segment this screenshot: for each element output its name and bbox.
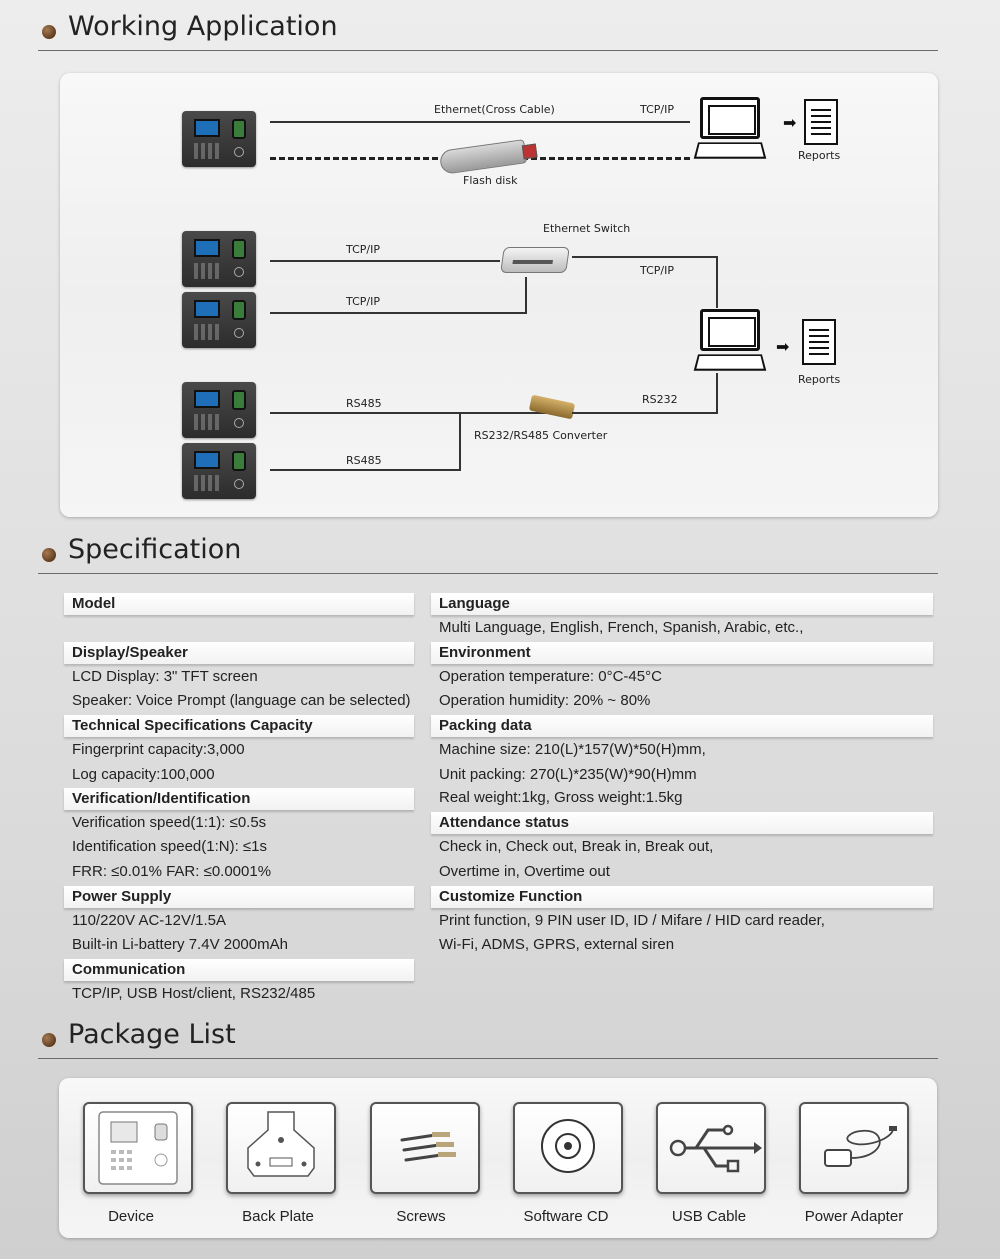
arrow-icon: ➡ [783,115,797,132]
rs232-line [572,412,718,414]
screws-icon [400,1132,456,1162]
tcpip-label: TCP/IP [640,264,674,277]
rs485-label: RS485 [346,454,382,467]
section-title: Specification [68,534,242,565]
spec-line: LCD Display: 3" TFT screen [72,668,258,685]
section-title: Package List [68,1019,236,1050]
usb-icon [669,1124,762,1173]
spec-line: FRR: ≤0.01% FAR: ≤0.0001% [72,863,272,880]
package-item-device [83,1102,193,1194]
rs485-line [270,412,562,414]
spec-line: 110/220V AC-12V/1.5A [72,912,226,929]
fingerprint-terminal-icon [182,111,256,167]
spec-heading: Verification/Identification [64,788,414,810]
package-panel: Device Back Plate Screws Software CD [59,1078,937,1238]
converter-label: RS232/RS485 Converter [474,429,608,442]
cd-icon [541,1119,595,1173]
tcpip-line [270,312,526,314]
ethernet-switch-label: Ethernet Switch [543,222,631,235]
flash-disk-label: Flash disk [463,174,518,187]
package-item-software-cd [513,1102,623,1194]
package-label: Back Plate [242,1208,314,1225]
package-item-usb-cable [656,1102,766,1194]
tcpip-line [716,256,718,308]
spec-line: Operation humidity: 20% ~ 80% [439,692,651,709]
spec-line: TCP/IP, USB Host/client, RS232/485 [72,985,316,1002]
computer-icon [693,309,767,373]
working-diagram-panel: Ethernet(Cross Cable) TCP/IP Flash disk … [60,73,938,517]
reports-label: Reports [798,373,841,386]
converter-icon [528,394,576,420]
package-label: Screws [396,1208,446,1225]
package-label: USB Cable [671,1208,747,1225]
tcpip-line [270,260,500,262]
reports-label: Reports [798,149,841,162]
spec-line: Machine size: 210(L)*157(W)*50(H)mm, [439,741,706,758]
fingerprint-terminal-icon [182,382,256,438]
fingerprint-terminal-icon [182,443,256,499]
spec-line: Unit packing: 270(L)*235(W)*90(H)mm [439,766,697,783]
section-title: Working Application [68,11,338,42]
bullet-icon [42,548,56,562]
rs485-line [459,412,461,471]
section-working-header: Working Application [38,11,938,51]
power-adapter-icon [824,1126,897,1167]
spec-heading: Technical Specifications Capacity [64,715,414,737]
arrow-icon: ➡ [776,339,790,356]
spec-heading: Attendance status [431,812,933,834]
spec-line: Real weight:1kg, Gross weight:1.5kg [439,789,683,806]
flash-disk-icon [438,139,528,175]
spec-heading: Power Supply [64,886,414,908]
package-item-back-plate [226,1102,336,1194]
tcpip-line [525,277,527,314]
spec-line: Identification speed(1:N): ≤1s [72,838,267,855]
device-icon [98,1111,178,1185]
tcpip-label: TCP/IP [640,103,674,116]
spec-heading: Packing data [431,715,933,737]
ethernet-line [270,121,690,123]
bullet-icon [42,1033,56,1047]
fingerprint-terminal-icon [182,292,256,348]
spec-line: Fingerprint capacity:3,000 [72,741,245,758]
spec-heading: Model [64,593,414,615]
spec-line: Overtime in, Overtime out [439,863,610,880]
rs232-line [716,373,718,414]
spec-line: Verification speed(1:1): ≤0.5s [72,814,267,831]
package-item-screws [370,1102,480,1194]
spec-line: Log capacity:100,000 [72,766,215,783]
spec-line: Built-in Li-battery 7.4V 2000mAh [72,936,288,953]
spec-heading: Display/Speaker [64,642,414,664]
tcpip-line [572,256,718,258]
rs232-label: RS232 [642,393,678,406]
ethernet-cross-label: Ethernet(Cross Cable) [434,103,555,116]
spec-heading: Language [431,593,933,615]
section-package-header: Package List [38,1019,938,1059]
spec-heading: Environment [431,642,933,664]
report-document-icon [804,99,838,145]
spec-heading: Customize Function [431,886,933,908]
spec-line: Multi Language, English, French, Spanish… [439,619,804,636]
rs485-line [270,469,460,471]
spec-line: Print function, 9 PIN user ID, ID / Mifa… [439,912,825,929]
section-spec-header: Specification [38,534,938,574]
spec-line: Speaker: Voice Prompt (language can be s… [72,692,411,709]
tcpip-label: TCP/IP [346,243,380,256]
package-label: Software CD [523,1208,609,1225]
report-document-icon [802,319,836,365]
bullet-icon [42,25,56,39]
fingerprint-terminal-icon [182,231,256,287]
back-plate-icon [247,1111,315,1177]
package-label: Device [108,1208,154,1225]
ethernet-switch-icon [500,247,570,273]
computer-icon [693,97,767,161]
tcpip-label: TCP/IP [346,295,380,308]
spec-heading: Communication [64,959,414,981]
package-label: Power Adapter [804,1208,904,1225]
spec-line: Check in, Check out, Break in, Break out… [439,838,714,855]
spec-line: Operation temperature: 0°C-45°C [439,668,662,685]
package-item-power-adapter [799,1102,909,1194]
rs485-label: RS485 [346,397,382,410]
spec-line: Wi-Fi, ADMS, GPRS, external siren [439,936,675,953]
